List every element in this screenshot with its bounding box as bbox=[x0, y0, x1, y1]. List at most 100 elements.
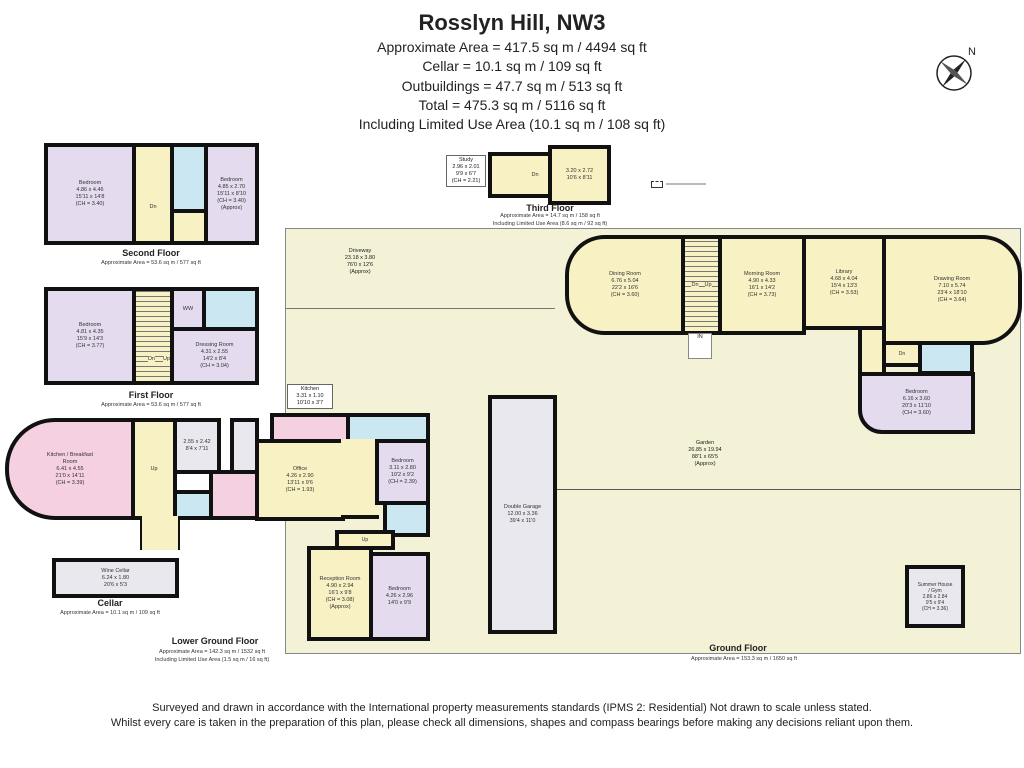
room-note: (Approx) bbox=[349, 269, 371, 275]
room-metric: 3.31 x 1.10 bbox=[296, 393, 324, 399]
room-kitchen-breakfast-room: Kitchen / Breakfast Room 6.41 x 4.55 21'… bbox=[5, 418, 135, 520]
room-metric: 4.68 x 4.04 bbox=[830, 275, 858, 282]
room-note: (Approx) bbox=[329, 604, 351, 610]
room-bathroom bbox=[170, 143, 208, 213]
staircase: Dn Up bbox=[132, 287, 174, 385]
stair-dn-label: Dn bbox=[531, 171, 539, 178]
room-bedroom: Bedroom 4.85 x 2.70 15'11 x 8'10 (CH = 3… bbox=[204, 143, 259, 245]
floor-label: Lower Ground Floor bbox=[171, 636, 259, 646]
room-ceiling-height: (CH = 3.60) bbox=[610, 292, 640, 298]
driveway-boundary bbox=[285, 228, 555, 229]
room-name: Bedroom bbox=[388, 586, 411, 592]
room-name: Bedroom bbox=[78, 180, 102, 186]
room-name: Drawing Room bbox=[933, 276, 971, 282]
room-metric: 6.76 x 5.04 bbox=[611, 278, 639, 284]
room-ceiling-height: (CH = 3.08) bbox=[325, 597, 355, 603]
room-name: Double Garage bbox=[503, 504, 542, 510]
entrance-in-label: IN bbox=[697, 334, 703, 340]
room-metric: 4.90 x 2.94 bbox=[326, 583, 354, 589]
room-note: (Approx) bbox=[220, 204, 243, 211]
garden-divider bbox=[556, 489, 1020, 490]
page-title: Rosslyn Hill, NW3 bbox=[418, 10, 606, 35]
entrance-hall-stairs: Dn Up bbox=[681, 235, 722, 335]
room-double-garage: Double Garage 12.00 x 3.36 39'4 x 11'0 bbox=[488, 395, 557, 634]
compass-rose-icon: N bbox=[930, 46, 980, 96]
room-name: Morning Room bbox=[743, 271, 781, 277]
stair-up-label: Up bbox=[162, 356, 170, 363]
room-imperial: 76'0 x 12'6 bbox=[346, 262, 374, 268]
room-imperial: 14'0 x 9'9 bbox=[387, 600, 412, 606]
stair-dn-label: Dn bbox=[147, 356, 155, 363]
room-ceiling-height: (CH = 2.39) bbox=[388, 479, 417, 485]
room-summer-house-gym: Summer House / Gym 2.86 x 2.84 9'5 x 9'4… bbox=[905, 565, 965, 628]
room-store: 2.55 x 2.42 8'4 x 7'11 bbox=[173, 418, 221, 474]
room-imperial: 9'5 x 9'4 bbox=[925, 599, 945, 606]
room-metric: 6.41 x 4.55 bbox=[56, 465, 84, 472]
floor-label: Ground Floor bbox=[709, 643, 767, 653]
room-name: Kitchen bbox=[300, 386, 320, 392]
side-hall bbox=[858, 326, 886, 376]
room-name: Summer House / Gym bbox=[917, 581, 953, 594]
room-ceiling-height: (CH = 3.40) bbox=[75, 201, 105, 207]
room-dressing-room: Dressing Room 4.31 x 2.55 14'2 x 8'4 (CH… bbox=[170, 327, 259, 385]
floor-label: Third Floor bbox=[526, 203, 574, 213]
room-metric: 4.85 x 2.70 bbox=[217, 183, 246, 190]
floor-label: Cellar bbox=[97, 598, 123, 608]
room-metric: 4.81 x 4.35 bbox=[76, 329, 104, 335]
room-ceiling-height: (CH = 3.53) bbox=[829, 289, 859, 296]
cellar-area: Cellar = 10.1 sq m / 109 sq ft bbox=[422, 58, 602, 74]
stair-up-label: Up bbox=[361, 536, 369, 543]
room-imperial: 10'2 x 9'2 bbox=[390, 472, 415, 478]
hall-stairs: Up bbox=[131, 418, 177, 520]
stair-hall: Dn bbox=[132, 143, 174, 245]
room-metric: 3.11 x 2.80 bbox=[389, 465, 416, 471]
room-metric: 4.90 x 4.33 bbox=[748, 278, 776, 284]
room-ceiling-height: (CH = 3.04) bbox=[200, 363, 229, 369]
room-imperial: 20'3 x 11'10 bbox=[902, 403, 931, 409]
room-reception-room: Reception Room 4.90 x 2.94 16'1 x 9'8 (C… bbox=[307, 546, 373, 641]
room-morning-room: Morning Room 4.90 x 4.33 16'1 x 14'2 (CH… bbox=[718, 235, 806, 335]
stair-dn-label: Dn bbox=[149, 204, 157, 210]
room-name: Kitchen / Breakfast Room bbox=[46, 451, 94, 465]
floor-area: Approximate Area = 142.3 sq m / 1532 sq … bbox=[159, 649, 265, 655]
floor-label: Second Floor bbox=[122, 248, 180, 258]
room-imperial: 13'11 x 9'6 bbox=[287, 480, 313, 486]
room-name: Dressing Room bbox=[195, 342, 234, 348]
limited-use-area: Including Limited Use Area (1.5 sq m / 1… bbox=[154, 657, 270, 663]
room-imperial: 15'11 x 8'10 bbox=[217, 190, 246, 197]
room-bedroom: Bedroom 4.26 x 2.96 14'0 x 9'9 bbox=[369, 552, 430, 641]
disclaimer-line-1: Surveyed and drawn in accordance with th… bbox=[152, 702, 872, 714]
room-shower-room bbox=[918, 341, 974, 375]
room-metric: 23.18 x 3.80 bbox=[344, 255, 376, 261]
corridor bbox=[341, 439, 379, 519]
room-metric: 4.26 x 2.90 bbox=[286, 473, 314, 479]
outbuildings-area: Outbuildings = 47.7 sq m / 513 sq ft bbox=[401, 78, 623, 94]
room-ceiling-height: (CH = 3.39) bbox=[55, 479, 85, 486]
room-name: Wine Cellar bbox=[101, 567, 130, 574]
room-imperial: 21'0 x 14'11 bbox=[55, 472, 85, 479]
room-name: Garden bbox=[695, 440, 715, 446]
limited-use-area: Including Limited Use Area (10.1 sq m / … bbox=[358, 116, 666, 132]
room-metric: 7.10 x 5.74 bbox=[938, 283, 966, 289]
room-ceiling-height: (CH = 3.60) bbox=[902, 410, 931, 416]
room-imperial: 15'4 x 13'3 bbox=[830, 282, 858, 289]
compass-north-label: N bbox=[968, 46, 976, 58]
room-imperial: 15'9 x 14'3 bbox=[76, 336, 104, 342]
stairs-to-cellar bbox=[140, 516, 180, 550]
driveway-edge bbox=[285, 308, 555, 309]
entrance-steps[interactable]: IN bbox=[688, 333, 712, 359]
room-metric: 12.00 x 3.36 bbox=[507, 511, 538, 517]
room-imperial: 8'4 x 7'11 bbox=[185, 446, 209, 452]
stair-up-label: Up bbox=[150, 465, 158, 472]
room-metric: 6.16 x 3.60 bbox=[902, 396, 931, 402]
stair-dn-label: Dn bbox=[898, 350, 906, 357]
room-drawing-room: Drawing Room 7.10 x 5.74 23'4 x 18'10 (C… bbox=[882, 235, 1022, 345]
room-metric: 2.96 x 2.01 bbox=[452, 164, 480, 170]
room-name: Office bbox=[292, 466, 308, 472]
room-imperial: 16'1 x 9'8 bbox=[328, 590, 352, 596]
room-name: Bedroom bbox=[391, 458, 414, 464]
room-name: Library bbox=[835, 268, 853, 275]
approximate-area: Approximate Area = 417.5 sq m / 4494 sq … bbox=[377, 39, 647, 55]
room-imperial: 15'11 x 14'8 bbox=[75, 194, 105, 200]
room-metric: 6.24 x 1.80 bbox=[101, 574, 130, 581]
